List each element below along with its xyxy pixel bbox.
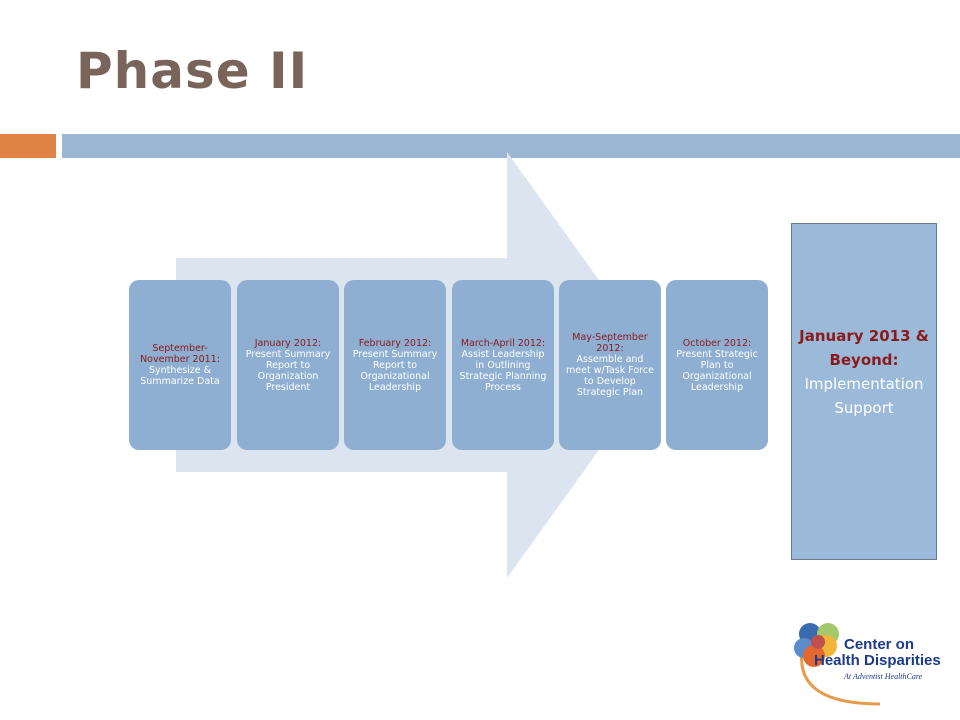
timeline-step-5: May-September 2012: Assemble and meet w/… (559, 280, 661, 450)
step-4-description: Assist Leadership in Outlining Strategic… (459, 348, 547, 393)
logo-line-1: Center on (844, 636, 915, 653)
logo-line-3: At Adventist HealthCare (844, 672, 923, 681)
timeline-step-2: January 2012: Present Summary Report to … (237, 280, 339, 450)
timeline-step-3: February 2012: Present Summary Report to… (344, 280, 446, 450)
step-3-date: February 2012: (358, 337, 432, 349)
step-6-description: Present Strategic Plan to Organizational… (676, 348, 758, 393)
step-4-date: March-April 2012: (460, 337, 546, 349)
future-phase-box: January 2013 & Beyond: Implementation Su… (791, 223, 937, 560)
logo-circles-icon (794, 623, 881, 706)
accent-bar (0, 134, 56, 158)
slide-title: Phase II (76, 42, 309, 100)
timeline-step-6: October 2012: Present Strategic Plan to … (666, 280, 768, 450)
center-on-health-disparities-logo: Center on Health Disparities At Adventis… (788, 612, 948, 712)
step-1-description: Synthesize & Summarize Data (140, 365, 220, 387)
timeline-step-1: September-November 2011: Synthesize & Su… (129, 280, 231, 450)
step-3-description: Present Summary Report to Organizational… (352, 348, 438, 393)
future-date: January 2013 & Beyond: (799, 326, 929, 369)
future-description: Implementation Support (804, 374, 924, 417)
step-2-description: Present Summary Report to Organization P… (245, 348, 331, 393)
logo-line-2: Health Disparities (814, 652, 941, 669)
step-5-date: May-September 2012: (572, 332, 648, 354)
timeline-step-4: March-April 2012: Assist Leadership in O… (452, 280, 554, 450)
step-6-date: October 2012: (682, 337, 752, 349)
step-1-date: September-November 2011: (140, 343, 220, 365)
step-5-description: Assemble and meet w/Task Force to Develo… (566, 354, 654, 398)
step-2-date: January 2012: (254, 337, 322, 349)
header-bar (62, 134, 960, 158)
